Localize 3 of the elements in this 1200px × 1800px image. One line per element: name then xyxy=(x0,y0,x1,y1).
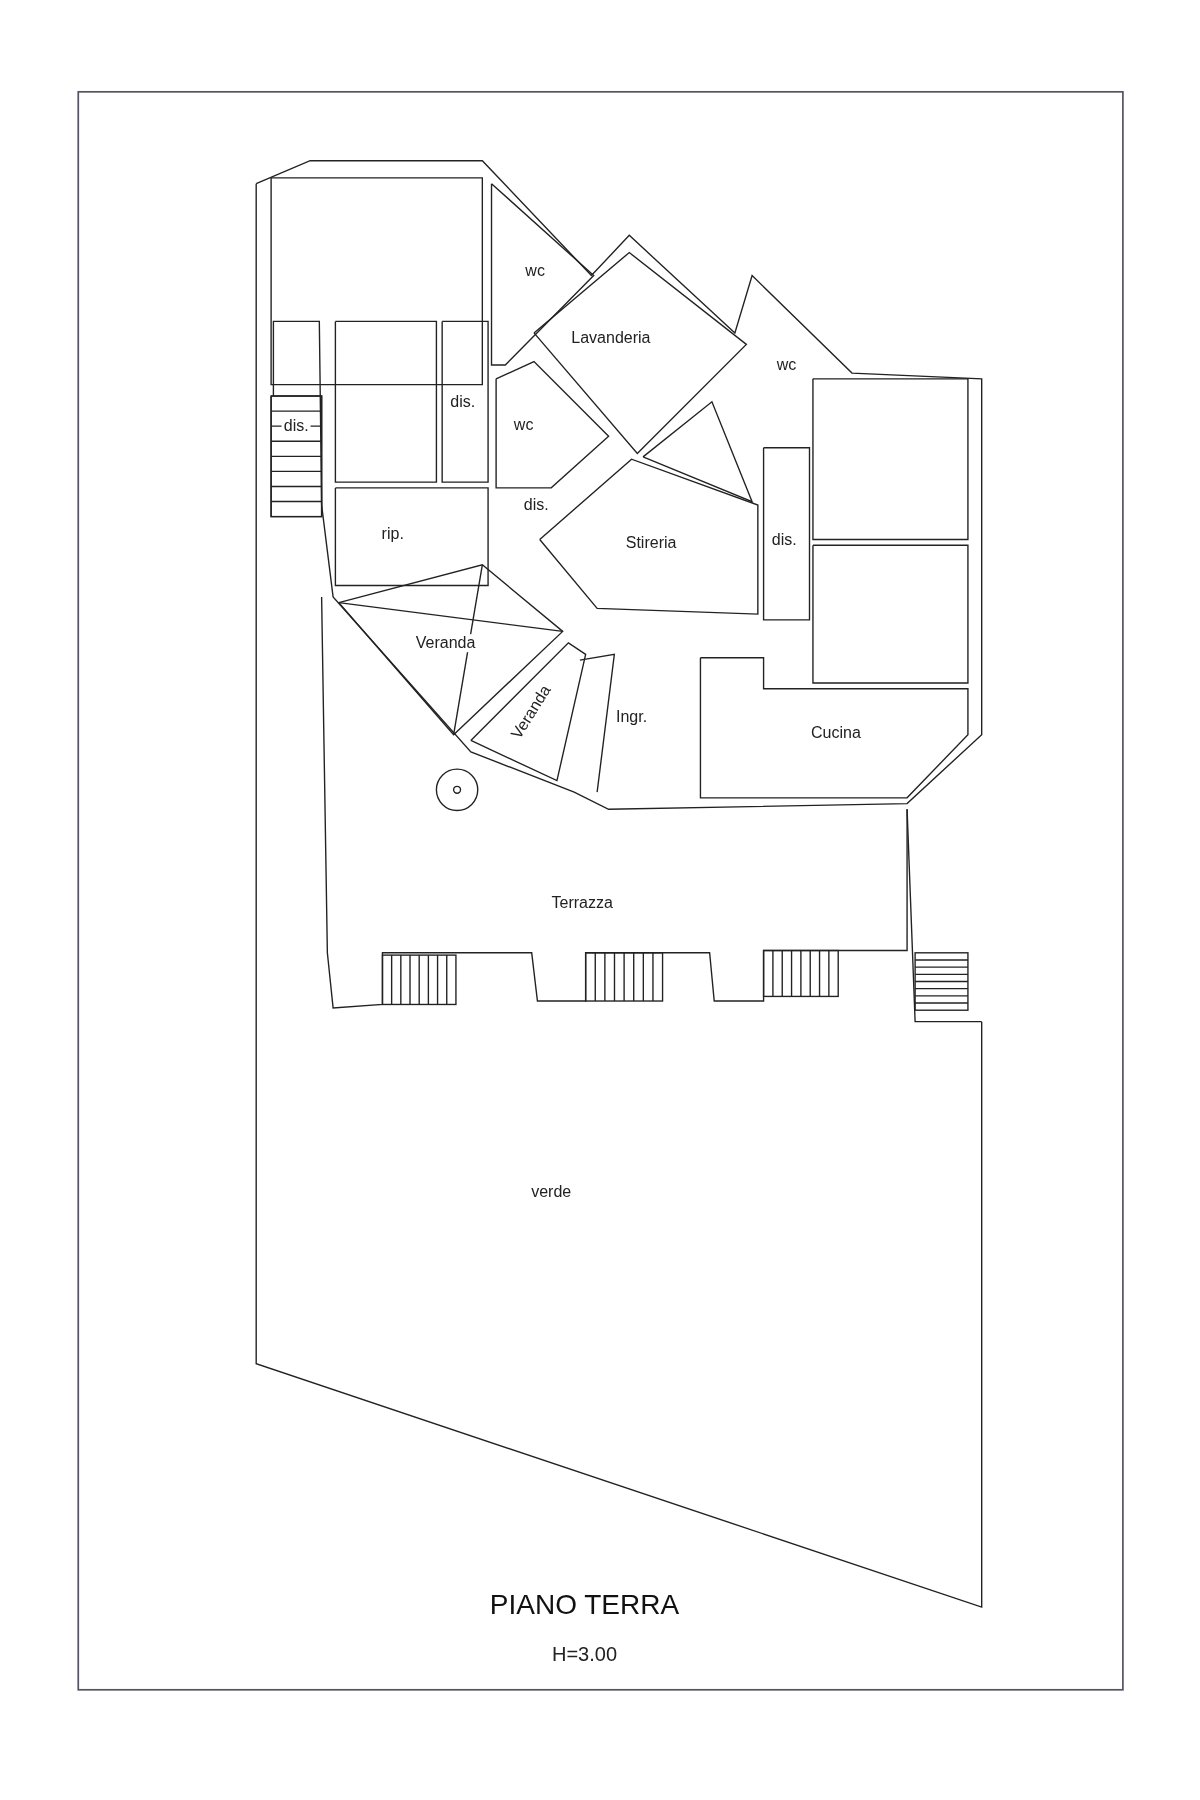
plan-title: PIANO TERRA xyxy=(489,1589,680,1622)
room-label: rip. xyxy=(379,525,406,543)
room-label: Veranda xyxy=(413,634,478,652)
